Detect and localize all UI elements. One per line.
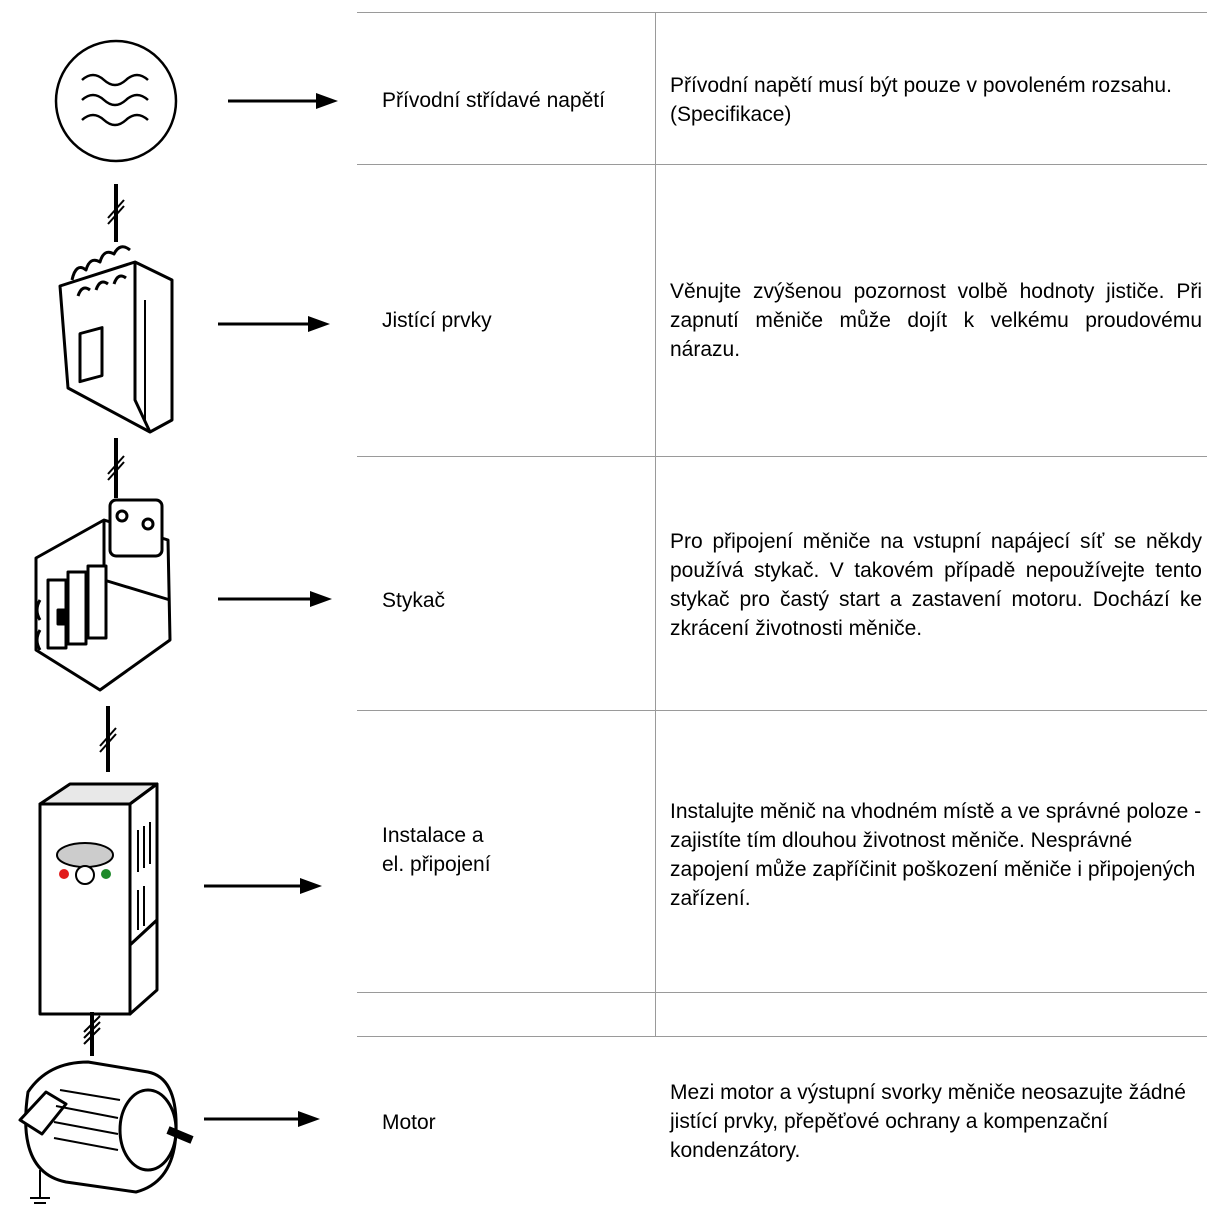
circuit-breaker-icon: [58, 245, 174, 434]
arrow-icon: [218, 591, 332, 607]
row-description: Pro připojení měniče na vstupní napájecí…: [670, 530, 1202, 640]
row-component-label: Instalace a el. připojení: [382, 824, 491, 876]
three-phase-line-icon: [107, 438, 125, 498]
row-component-label: Jistící prvky: [382, 308, 492, 332]
row-component-label: Stykač: [382, 588, 446, 612]
table-rule: [357, 456, 1207, 457]
three-phase-line-icon: [99, 706, 117, 772]
table-rule: [357, 164, 1207, 165]
row-description: Mezi motor a výstupní svorky měniče neos…: [670, 1080, 1186, 1162]
table-rule: [357, 12, 1207, 13]
ac-supply-icon: [54, 39, 178, 163]
row-description: Věnujte zvýšenou pozornost volbě hodnoty…: [670, 279, 1202, 361]
table-rule: [357, 992, 1207, 993]
contactor-icon: [34, 498, 172, 692]
three-phase-line-icon: [107, 184, 125, 242]
row-description: Instalujte měnič na vhodném místě a ve s…: [670, 800, 1202, 910]
arrow-icon: [228, 93, 338, 109]
arrow-icon: [218, 316, 330, 332]
table-rule: [357, 710, 1207, 711]
row-component-label: Motor: [382, 1110, 436, 1134]
table-rule: [357, 1036, 1207, 1037]
inverter-icon: [38, 782, 159, 1016]
arrow-icon: [204, 878, 322, 894]
column-divider: [655, 12, 656, 1037]
arrow-icon: [204, 1111, 320, 1127]
three-phase-line-icon: [83, 1012, 101, 1056]
motor-icon: [18, 1060, 194, 1204]
row-component-label: Přívodní střídavé napětí: [382, 88, 605, 112]
row-description: Přívodní napětí musí být pouze v povolen…: [670, 74, 1172, 126]
